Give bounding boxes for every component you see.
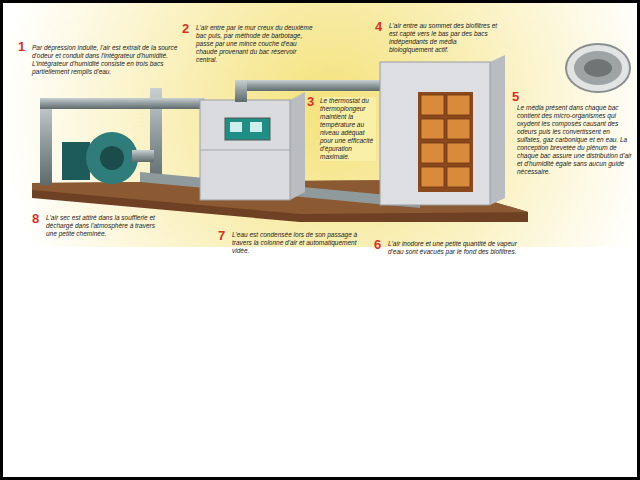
callout-text: L'eau est condensée lors de son passage … <box>232 231 362 255</box>
callout-text: L'air entre par le mur creux du deuxième… <box>196 24 316 64</box>
callout-number: 7 <box>218 229 225 242</box>
callout-text: Par dépression induite, l'air est extrai… <box>32 44 182 76</box>
callout-number: 8 <box>32 212 39 225</box>
callout-number: 1 <box>18 40 25 53</box>
callout-number: 4 <box>375 20 382 33</box>
callout-number: 5 <box>512 90 519 103</box>
callout-number: 6 <box>374 238 381 251</box>
callout-number: 3 <box>307 95 314 108</box>
callout-number: 2 <box>182 22 189 35</box>
callout-text: Le thermostat du thermoplongeur maintien… <box>320 97 376 161</box>
callout-text: L'air inodore et une petite quantité de … <box>388 240 518 256</box>
callout-text: L'air sec est attiré dans la soufflerie … <box>46 214 164 238</box>
callout-text: L'air entre au sommet des biofiltres et … <box>389 22 501 54</box>
callout-text: Le média présent dans chaque bac contien… <box>517 104 633 176</box>
